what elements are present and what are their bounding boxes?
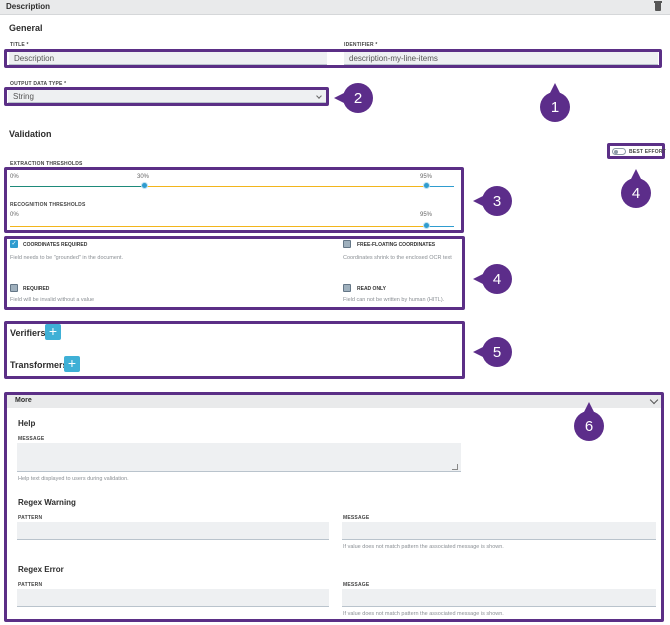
callout-pointer — [473, 346, 485, 358]
output-type-label: OUTPUT DATA TYPE * — [10, 81, 67, 87]
plus-icon: + — [67, 355, 77, 371]
check-icon: ✓ — [11, 241, 17, 247]
error-message-input[interactable] — [342, 589, 656, 607]
extraction-track-high — [427, 186, 454, 187]
readonly-label: READ ONLY — [357, 286, 386, 292]
trash-icon[interactable] — [654, 1, 662, 11]
coords-required-label: COORDINATES REQUIRED — [23, 242, 88, 248]
callout-pointer — [549, 83, 561, 95]
annotation-box-4b — [4, 236, 465, 310]
annotation-box-5 — [4, 321, 465, 379]
recognition-label: RECOGNITION THRESHOLDS — [10, 202, 86, 208]
error-pattern-label: PATTERN — [18, 582, 43, 588]
error-pattern-input[interactable] — [17, 589, 329, 607]
warning-pattern-label: PATTERN — [18, 515, 43, 521]
help-heading: Help — [18, 419, 36, 428]
callout-2: 2 — [334, 83, 373, 113]
best-effort-toggle[interactable] — [612, 148, 626, 155]
error-hint: If value does not match pattern the asso… — [343, 611, 504, 617]
help-message-textarea[interactable] — [17, 443, 461, 472]
recognition-high-tick: 95% — [420, 212, 433, 218]
callout-pointer — [473, 273, 485, 285]
identifier-input[interactable]: description-my-line-items — [344, 52, 658, 65]
panel-header — [0, 0, 670, 15]
extraction-min-tick: 0% — [10, 174, 19, 180]
callout-number: 4 — [631, 184, 641, 202]
required-checkbox[interactable] — [10, 284, 18, 292]
transformers-heading: Transformers — [10, 360, 68, 370]
help-message-label: MESSAGE — [18, 436, 45, 442]
callout-pointer — [630, 169, 642, 181]
warning-message-label: MESSAGE — [343, 515, 370, 521]
error-message-label: MESSAGE — [343, 582, 370, 588]
warning-hint: If value does not match pattern the asso… — [343, 544, 504, 550]
callout-number: 4 — [492, 270, 502, 288]
general-heading: General — [9, 23, 43, 33]
callout-5: 5 — [473, 337, 512, 367]
callout-number: 6 — [584, 417, 594, 435]
title-input[interactable]: Description — [9, 52, 327, 65]
callout-6: 6 — [574, 402, 604, 441]
coords-required-checkbox[interactable]: ✓ — [10, 240, 18, 248]
annotation-box-2 — [4, 87, 329, 106]
free-floating-help: Coordinates shrink to the enclosed OCR t… — [343, 255, 452, 261]
callout-4-top: 4 — [621, 169, 651, 208]
callout-4-bottom: 4 — [473, 264, 512, 294]
resize-handle-icon[interactable] — [452, 464, 458, 470]
extraction-track-low — [10, 186, 145, 187]
title-label: TITLE * — [10, 42, 29, 48]
recognition-high-handle[interactable] — [423, 222, 430, 229]
callout-number: 5 — [492, 343, 502, 361]
extraction-low-tick: 30% — [137, 174, 150, 180]
recognition-min-tick: 0% — [10, 212, 19, 218]
warning-pattern-input[interactable] — [17, 522, 329, 540]
free-floating-checkbox[interactable] — [343, 240, 351, 248]
callout-3: 3 — [473, 186, 512, 216]
verifiers-heading: Verifiers — [10, 328, 46, 338]
extraction-label: EXTRACTION THRESHOLDS — [10, 161, 83, 167]
recognition-track-mid — [10, 226, 427, 227]
warning-message-input[interactable] — [342, 522, 656, 540]
recognition-track-high — [427, 226, 454, 227]
callout-pointer — [473, 195, 485, 207]
callout-number: 1 — [550, 98, 560, 116]
callout-pointer — [334, 92, 346, 104]
extraction-high-handle[interactable] — [423, 182, 430, 189]
panel-title: Description — [6, 2, 51, 11]
best-effort-label: BEST EFFORT — [629, 149, 666, 155]
required-help: Field will be invalid without a value — [10, 297, 95, 303]
annotation-box-3 — [4, 167, 464, 233]
readonly-checkbox[interactable] — [343, 284, 351, 292]
free-floating-label: FREE-FLOATING COORDINATES — [357, 242, 436, 248]
extraction-low-handle[interactable] — [141, 182, 148, 189]
extraction-track-mid — [145, 186, 427, 187]
annotation-box-6 — [4, 392, 664, 622]
required-label: REQUIRED — [23, 286, 50, 292]
plus-icon: + — [48, 323, 58, 339]
readonly-help: Field can not be written by human (HITL)… — [343, 297, 445, 303]
annotation-box-1 — [4, 49, 662, 68]
extraction-high-tick: 95% — [420, 174, 433, 180]
add-transformer-button[interactable]: + — [64, 356, 80, 372]
add-verifier-button[interactable]: + — [45, 324, 61, 340]
annotation-box-4a — [607, 143, 665, 159]
toggle-knob — [614, 150, 618, 154]
help-hint: Help text displayed to users during vali… — [18, 476, 129, 482]
validation-heading: Validation — [9, 129, 52, 139]
regex-error-heading: Regex Error — [18, 565, 64, 574]
output-type-select[interactable]: String — [8, 90, 326, 103]
callout-number: 2 — [353, 89, 363, 107]
callout-1: 1 — [540, 83, 570, 122]
regex-warning-heading: Regex Warning — [18, 498, 76, 507]
more-heading: More — [15, 397, 32, 404]
coords-required-help: Field needs to be "grounded" in the docu… — [10, 255, 124, 261]
callout-number: 3 — [492, 192, 502, 210]
more-header-bar[interactable] — [7, 395, 661, 408]
identifier-label: IDENTIFIER * — [344, 42, 378, 48]
callout-pointer — [583, 402, 595, 414]
